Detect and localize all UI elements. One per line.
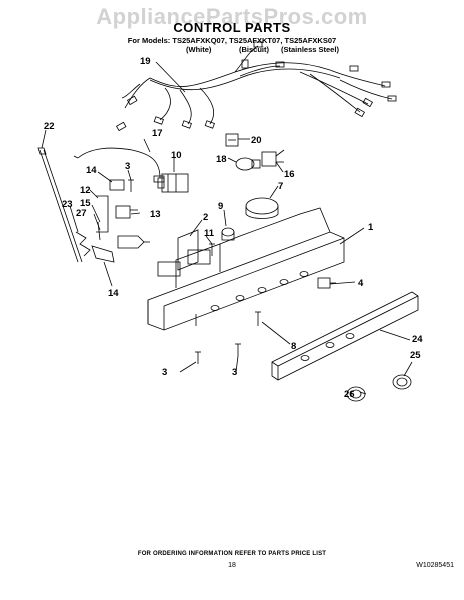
callout-3-top: 3 <box>125 161 130 172</box>
callout-7: 8 <box>291 341 296 352</box>
callout-25: 25 <box>410 350 421 361</box>
part-3-screw-top <box>128 179 134 192</box>
page-number: 18 <box>228 562 236 569</box>
variant-biscuit: (Biscuit) <box>239 45 269 54</box>
callout-3-left: 3 <box>162 367 167 378</box>
part-3-screw-left <box>195 351 201 364</box>
part-7-screw <box>255 311 261 326</box>
callout-24: 24 <box>412 334 423 345</box>
callout-3-right: 3 <box>232 367 237 378</box>
callout-20: 20 <box>251 135 262 146</box>
callout-17: 17 <box>152 128 163 139</box>
part-16-lamp-socket <box>261 149 285 167</box>
part-1-control-housing <box>147 207 345 331</box>
part-22-rod <box>37 147 83 263</box>
callout-8: 9 <box>218 201 223 212</box>
part-20-clip <box>225 133 239 147</box>
part-13-bracket <box>109 179 125 191</box>
callout-22: 22 <box>44 121 55 132</box>
callout-1: 1 <box>368 222 374 233</box>
model-numbers: For Models: TS25AFXKQ07, TS25AFXKT07, TS… <box>127 36 337 45</box>
callout-19: 19 <box>140 56 151 67</box>
part-9-control <box>157 173 189 193</box>
part-12-switch <box>115 205 138 219</box>
document-id: W10285451 <box>416 562 454 569</box>
callout-27: 27 <box>76 208 87 219</box>
callout-12: 13 <box>150 209 161 220</box>
callout-11: 12 <box>80 185 91 196</box>
callout-10: 11 <box>204 228 215 239</box>
watermark: AppliancePartsPros.com <box>96 4 368 29</box>
callout-14-label: 14 <box>108 288 119 299</box>
callout-15: 15 <box>80 198 91 209</box>
part-6-damper-control <box>245 197 279 219</box>
ordering-note: FOR ORDERING INFORMATION REFER TO PARTS … <box>137 551 327 557</box>
part-18-light-bulb <box>235 157 261 171</box>
part-8-button <box>221 227 235 241</box>
part-2-bracket <box>177 229 199 271</box>
part-14-lever <box>91 245 115 263</box>
variant-stainless: (Stainless Steel) <box>281 45 339 54</box>
callout-labels: 19 17 10 20 18 16 7 22 14 3 12 13 15 23 … <box>44 56 423 400</box>
part-25-knob <box>392 374 412 390</box>
part-4-connector <box>317 277 336 289</box>
part-15-knob <box>117 235 150 249</box>
callout-13: 14 <box>86 165 97 176</box>
callout-6: 7 <box>278 181 283 192</box>
page-title: CONTROL PARTS <box>173 20 291 35</box>
callout-23: 23 <box>62 199 73 210</box>
callout-26: 26 <box>344 389 355 400</box>
part-11-bracket <box>96 195 109 233</box>
part-19-wire-harness <box>115 41 397 132</box>
callout-9: 10 <box>171 150 182 161</box>
part-23-spring <box>75 231 91 257</box>
part-3-screw-right <box>235 343 241 356</box>
leader-lines <box>41 61 413 395</box>
part-24-control-panel-strip <box>271 291 419 381</box>
callout-2: 2 <box>203 212 208 223</box>
variant-white: (White) <box>186 45 212 54</box>
callout-18: 18 <box>216 154 227 165</box>
callout-16: 16 <box>284 169 295 180</box>
callout-4: 4 <box>358 278 364 289</box>
